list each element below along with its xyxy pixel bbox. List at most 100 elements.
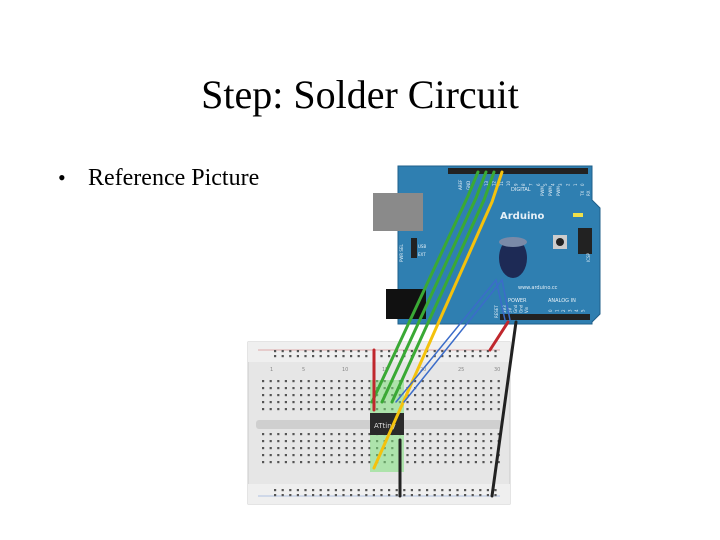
breadboard-hole — [292, 454, 295, 457]
breadboard-hole — [414, 394, 417, 397]
ext-label: EXT — [418, 252, 426, 257]
breadboard-hole — [360, 380, 363, 383]
breadboard-hole — [365, 350, 368, 353]
col-marker: 5 — [302, 367, 305, 373]
breadboard-hole — [452, 454, 455, 457]
breadboard-hole — [322, 401, 325, 404]
breadboard-hole — [388, 494, 391, 497]
breadboard-hole — [436, 387, 439, 390]
breadboard-hole — [406, 408, 409, 411]
breadboard-hole — [360, 394, 363, 397]
breadboard-hole — [368, 401, 371, 404]
breadboard-hole — [300, 447, 303, 450]
breadboard-hole — [436, 461, 439, 464]
breadboard-hole — [360, 461, 363, 464]
digital-pin-number: 1 — [573, 183, 578, 186]
breadboard-hole — [490, 380, 493, 383]
breadboard-hole — [357, 494, 360, 497]
col-marker: 25 — [458, 367, 464, 373]
breadboard-hole — [433, 350, 436, 353]
breadboard-hole — [292, 440, 295, 443]
breadboard-hole — [490, 433, 493, 436]
breadboard-hole — [403, 494, 406, 497]
breadboard-hole — [277, 461, 280, 464]
breadboard-hole — [269, 401, 272, 404]
bullet-mark: • — [58, 165, 66, 190]
breadboard-hole — [322, 380, 325, 383]
breadboard-hole — [490, 447, 493, 450]
breadboard-hole — [360, 401, 363, 404]
breadboard-hole — [368, 387, 371, 390]
digital-pin-number: 7 — [528, 183, 533, 186]
breadboard-hole — [456, 489, 459, 492]
breadboard-hole — [436, 454, 439, 457]
breadboard-hole — [338, 440, 341, 443]
breadboard-hole — [444, 394, 447, 397]
breadboard-hole — [474, 454, 477, 457]
breadboard-hole — [262, 447, 265, 450]
breadboard-hole — [395, 494, 398, 497]
breadboard-hole — [277, 387, 280, 390]
analog-pin-label: 4 — [574, 309, 579, 312]
breadboard-hole — [342, 494, 345, 497]
breadboard-hole — [418, 494, 421, 497]
breadboard-hole — [474, 380, 477, 383]
wire-green-3 — [390, 170, 496, 404]
breadboard-hole — [269, 461, 272, 464]
breadboard-hole — [338, 408, 341, 411]
breadboard-hole — [490, 394, 493, 397]
breadboard-hole — [338, 461, 341, 464]
breadboard-hole — [365, 494, 368, 497]
breadboard-hole — [330, 387, 333, 390]
breadboard-hole — [444, 461, 447, 464]
breadboard-hole — [315, 380, 318, 383]
breadboard-hole — [296, 355, 299, 358]
breadboard-hole — [284, 447, 287, 450]
breadboard-hole — [345, 447, 348, 450]
breadboard-hole — [315, 433, 318, 436]
col-marker: 30 — [494, 367, 500, 373]
breadboard-hole — [452, 380, 455, 383]
breadboard-hole — [262, 401, 265, 404]
breadboard-hole — [330, 440, 333, 443]
breadboard-hole — [441, 494, 444, 497]
breadboard-hole — [459, 461, 462, 464]
breadboard-hole — [353, 408, 356, 411]
breadboard-hole — [269, 387, 272, 390]
power-label: POWER — [508, 298, 527, 304]
breadboard-hole — [418, 489, 421, 492]
breadboard-hole — [342, 350, 345, 353]
breadboard-hole — [353, 461, 356, 464]
breadboard-hole — [482, 380, 485, 383]
breadboard-hole — [304, 494, 307, 497]
board-url: www.arduino.cc — [518, 285, 558, 291]
breadboard-hole — [360, 454, 363, 457]
breadboard-hole — [345, 394, 348, 397]
breadboard-hole — [380, 494, 383, 497]
breadboard-hole — [300, 454, 303, 457]
breadboard-hole — [486, 494, 489, 497]
breadboard-hole — [429, 387, 432, 390]
breadboard-hole — [459, 401, 462, 404]
breadboard-hole — [312, 350, 315, 353]
breadboard-hole — [315, 401, 318, 404]
breadboard-hole — [357, 350, 360, 353]
breadboard-hole — [444, 380, 447, 383]
breadboard-hole — [277, 401, 280, 404]
breadboard-hole — [403, 489, 406, 492]
breadboard-hole — [262, 408, 265, 411]
breadboard-hole — [269, 440, 272, 443]
breadboard-hole — [482, 461, 485, 464]
breadboard-hole — [284, 380, 287, 383]
breadboard-hole — [289, 350, 292, 353]
breadboard-hole — [482, 387, 485, 390]
breadboard-hole — [436, 380, 439, 383]
breadboard-hole — [406, 454, 409, 457]
digital-pin-number: 2 — [565, 183, 570, 186]
breadboard-hole — [482, 454, 485, 457]
breadboard-hole — [459, 380, 462, 383]
wire-red-board — [488, 320, 510, 352]
breadboard-hole — [322, 440, 325, 443]
